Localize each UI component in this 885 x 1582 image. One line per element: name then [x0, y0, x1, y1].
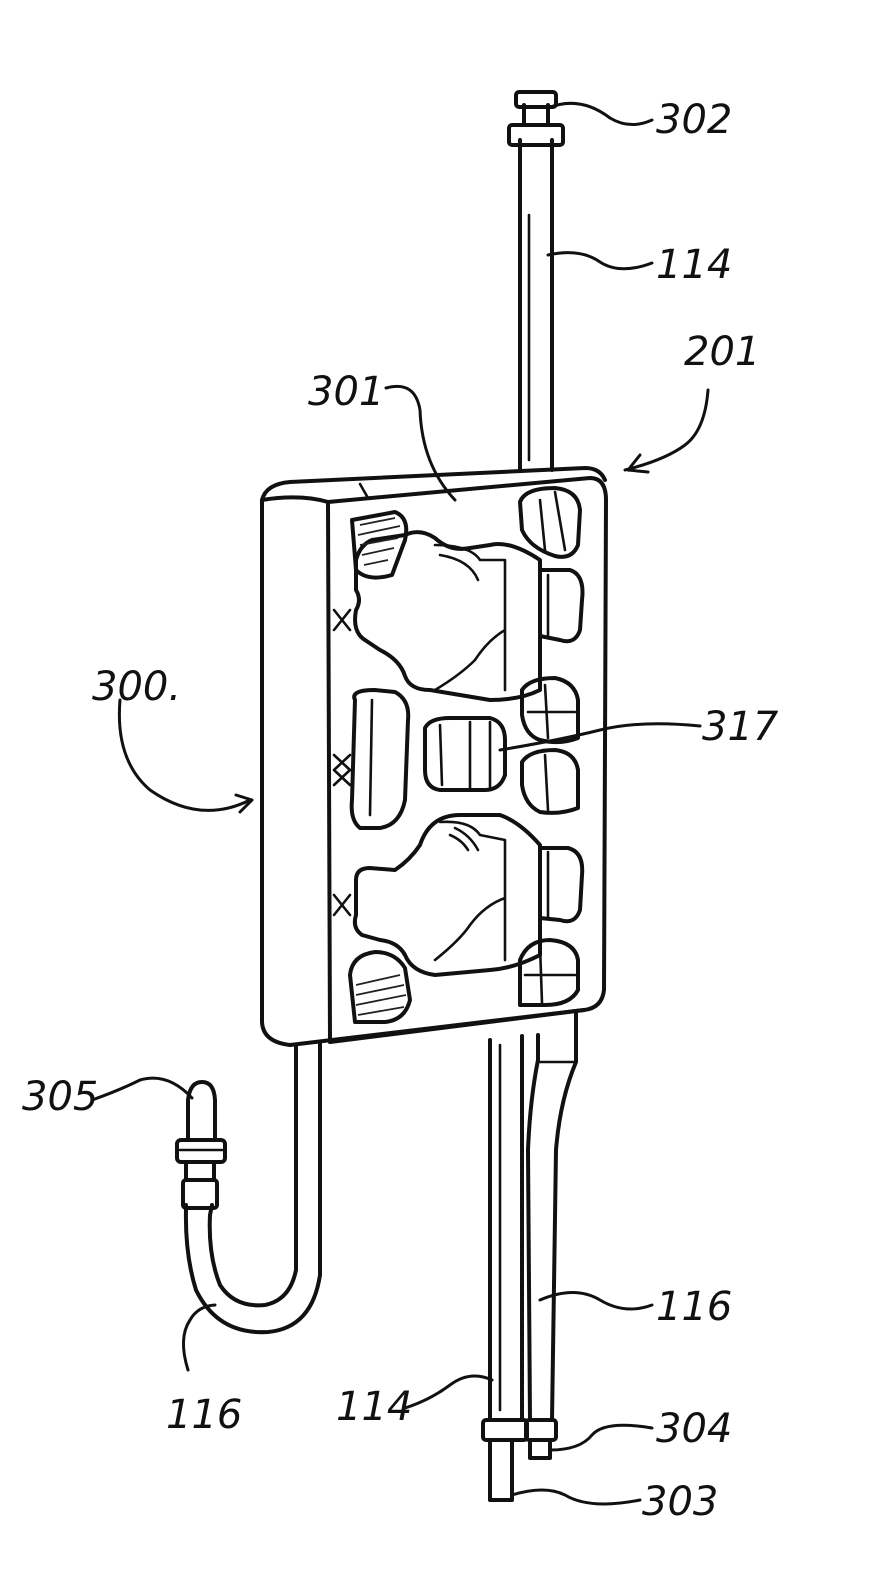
left-tube-116	[177, 1042, 320, 1332]
leader-lines	[92, 103, 708, 1504]
label-116-left: 116	[166, 1392, 242, 1438]
side-markings	[334, 610, 350, 915]
label-301: 301	[308, 369, 384, 415]
label-302: 302	[656, 97, 732, 143]
top-tube-114	[520, 140, 552, 470]
label-201: 201	[684, 329, 760, 375]
label-305: 305	[22, 1074, 98, 1120]
front-face-openings	[350, 488, 583, 1022]
label-317: 317	[702, 704, 779, 750]
right-tube-116	[526, 1012, 576, 1458]
label-116-right: 116	[656, 1284, 732, 1330]
label-304: 304	[656, 1406, 732, 1452]
label-114-bottom: 114	[336, 1384, 412, 1430]
label-300: 300.	[92, 664, 181, 710]
connector-302	[509, 92, 563, 145]
label-303: 303	[642, 1479, 718, 1525]
label-114-top: 114	[656, 242, 732, 288]
connector-303	[490, 1440, 512, 1500]
